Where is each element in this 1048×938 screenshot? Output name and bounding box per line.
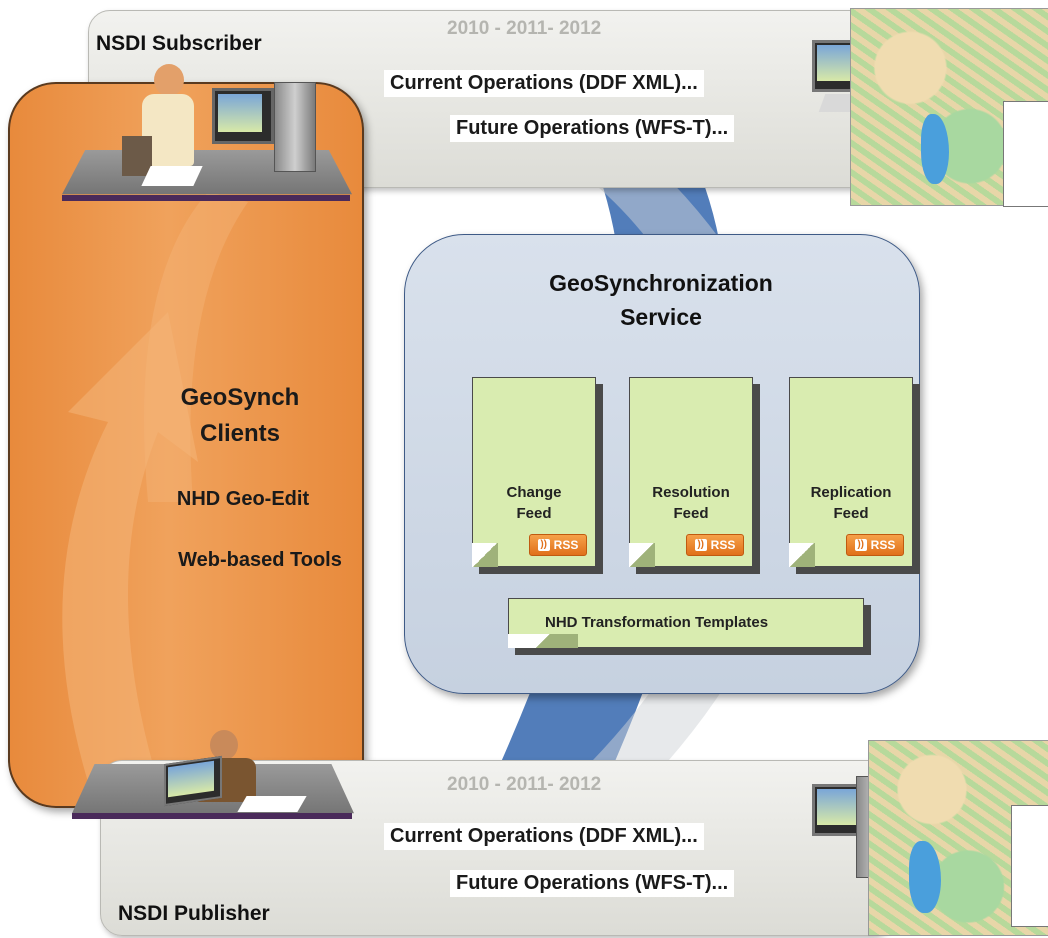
service-title-line1: GeoSynchronization xyxy=(549,270,773,296)
clients-title-line2: Clients xyxy=(199,420,280,447)
feed-document-resolution: Resolution Feed ))RSS xyxy=(629,377,753,567)
publisher-title: NSDI Publisher xyxy=(118,902,270,925)
feed-document-replication: Replication Feed ))RSS xyxy=(789,377,913,567)
rss-icon: ))RSS xyxy=(686,534,744,556)
service-title: GeoSynchronization Service xyxy=(404,266,918,334)
rss-badge-resolution: RSS xyxy=(710,538,736,552)
map-legend xyxy=(1011,805,1048,927)
clients-item-geo-edit: NHD Geo-Edit xyxy=(176,488,310,510)
feed-change-line2: Feed xyxy=(516,505,552,522)
subscriber-current-ops: Current Operations (DDF XML)... xyxy=(384,70,704,97)
subscriber-title: NSDI Subscriber xyxy=(96,32,262,55)
map-legend xyxy=(1003,101,1048,207)
subscriber-years: 2010 - 2011- 2012 xyxy=(447,18,602,39)
feed-resolution-line2: Feed xyxy=(673,505,709,522)
publisher-current-ops: Current Operations (DDF XML)... xyxy=(384,823,704,850)
clients-title: GeoSynch Clients xyxy=(180,380,300,452)
lake-icon xyxy=(921,114,949,184)
rss-icon: ))RSS xyxy=(846,534,904,556)
publisher-years: 2010 - 2011- 2012 xyxy=(447,774,602,795)
subscriber-map-thumbnail xyxy=(850,8,1048,207)
rss-badge-replication: RSS xyxy=(870,538,896,552)
man-at-desk-icon xyxy=(72,730,354,820)
templates-label: NHD Transformation Templates xyxy=(545,614,769,631)
rss-icon: ))RSS xyxy=(529,534,587,556)
clients-title-line1: GeoSynch xyxy=(180,384,300,411)
woman-at-desk-icon xyxy=(62,58,352,206)
templates-document: NHD Transformation Templates xyxy=(508,598,864,648)
service-title-line2: Service xyxy=(620,304,702,330)
upward-arrow xyxy=(62,192,248,782)
rss-badge-change: RSS xyxy=(553,538,579,552)
feed-replication-line2: Feed xyxy=(833,505,869,522)
feed-change-line1: Change xyxy=(506,484,562,501)
feed-resolution-line1: Resolution xyxy=(652,484,730,501)
clients-item-web-tools: Web-based Tools xyxy=(178,549,342,571)
publisher-future-ops: Future Operations (WFS-T)... xyxy=(450,870,735,897)
publisher-map-thumbnail xyxy=(868,740,1048,936)
feed-document-change: Change Feed ))RSS xyxy=(472,377,596,567)
subscriber-future-ops: Future Operations (WFS-T)... xyxy=(450,115,735,142)
lake-icon xyxy=(909,841,941,913)
feed-replication-line1: Replication xyxy=(810,484,892,501)
